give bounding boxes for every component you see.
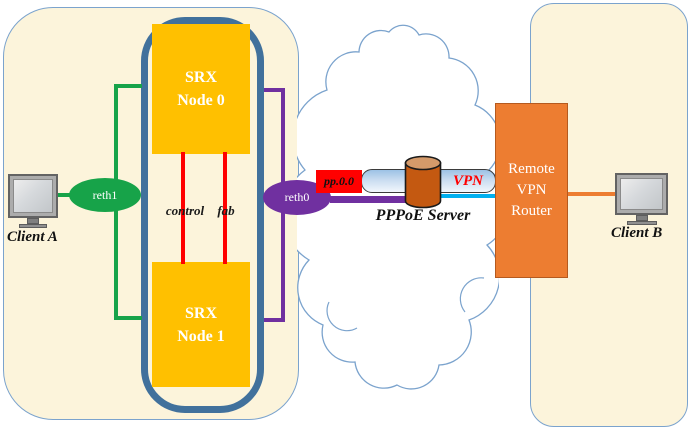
client-b-monitor-icon [615, 173, 668, 226]
vpn-label: VPN [453, 173, 483, 189]
reth1-link-to-node1 [114, 316, 142, 320]
srx-node0-box: SRX Node 0 [152, 24, 250, 154]
pppoe-interface-label: pp.0.0 [324, 174, 354, 188]
srx-node1-box: SRX Node 1 [152, 262, 250, 387]
internet-cloud-icon [297, 24, 499, 390]
srx-node0-label-line2: Node 0 [177, 92, 225, 109]
reth0-link-to-node0 [264, 88, 285, 92]
srx-node1-label-line1: SRX [184, 304, 217, 322]
client-b-link [567, 192, 615, 196]
srx-node0-label-line1: SRX [184, 69, 217, 86]
fabric-link-label: fab [217, 203, 235, 218]
client-a-link [55, 193, 73, 197]
router-label-line2: VPN [516, 182, 547, 198]
remote-vpn-router-box: Remote VPN Router [495, 103, 568, 278]
reth0-label: reth0 [284, 190, 310, 204]
reth1-label: reth1 [92, 187, 118, 202]
reth0-link-to-node1 [264, 318, 285, 322]
router-label-line3: Router [511, 203, 552, 219]
reth0-to-pppoe-link [330, 196, 410, 203]
client-b-label: Client B [611, 225, 663, 241]
srx-node1-label-line2: Node 1 [177, 327, 225, 345]
vpn-tunnel-line [438, 194, 497, 198]
router-label-line1: Remote [508, 161, 555, 177]
reth1-interface-ellipse: reth1 [69, 178, 141, 212]
fabric-link-line [223, 152, 227, 264]
control-link-label: control [165, 203, 205, 218]
control-link-line [181, 152, 185, 264]
client-a-monitor-icon [8, 174, 58, 228]
pppoe-interface-badge: pp.0.0 [316, 170, 362, 193]
client-a-label: Client A [7, 229, 58, 245]
reth1-link-to-node0 [114, 84, 142, 88]
pppoe-server-icon [404, 155, 442, 209]
pppoe-server-label: PPPoE Server [375, 207, 471, 224]
